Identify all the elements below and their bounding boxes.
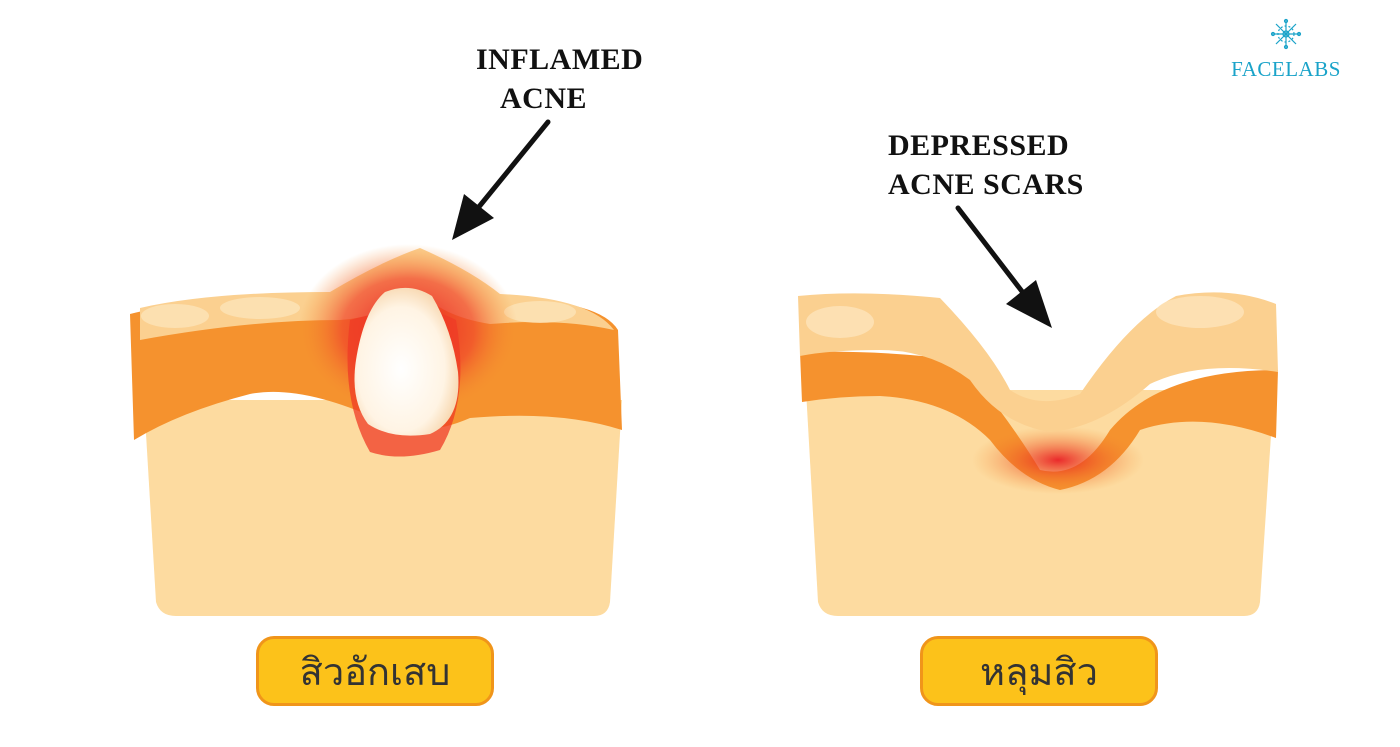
depressed-scar-callout: DEPRESSED ACNE SCARS — [888, 126, 1084, 204]
acne-scar-label-text: หลุมสิว — [980, 649, 1098, 694]
arrow-to-depressed-scar — [955, 205, 1052, 328]
inflamed-acne-label-text: สิวอักเสบ — [299, 649, 451, 694]
depressed-callout-line1: DEPRESSED — [888, 129, 1070, 162]
facelabs-logo: FACELABS — [1226, 18, 1346, 82]
inflamed-callout-line1: INFLAMED — [476, 43, 644, 76]
acne-scar-label: หลุมสิว — [920, 636, 1158, 706]
inflamed-skin-block — [130, 244, 622, 616]
logo-text: FACELABS — [1231, 57, 1341, 81]
inflamed-acne-callout: INFLAMED ACNE — [476, 40, 643, 118]
inflamed-callout-line2: ACNE — [500, 82, 588, 115]
snowflake-mandala-icon — [1270, 18, 1302, 50]
depressed-callout-line2: ACNE SCARS — [888, 168, 1084, 201]
depressed-scar-skin-block — [798, 292, 1278, 616]
arrow-to-inflamed-acne — [452, 119, 551, 240]
inflamed-acne-label: สิวอักเสบ — [256, 636, 494, 706]
